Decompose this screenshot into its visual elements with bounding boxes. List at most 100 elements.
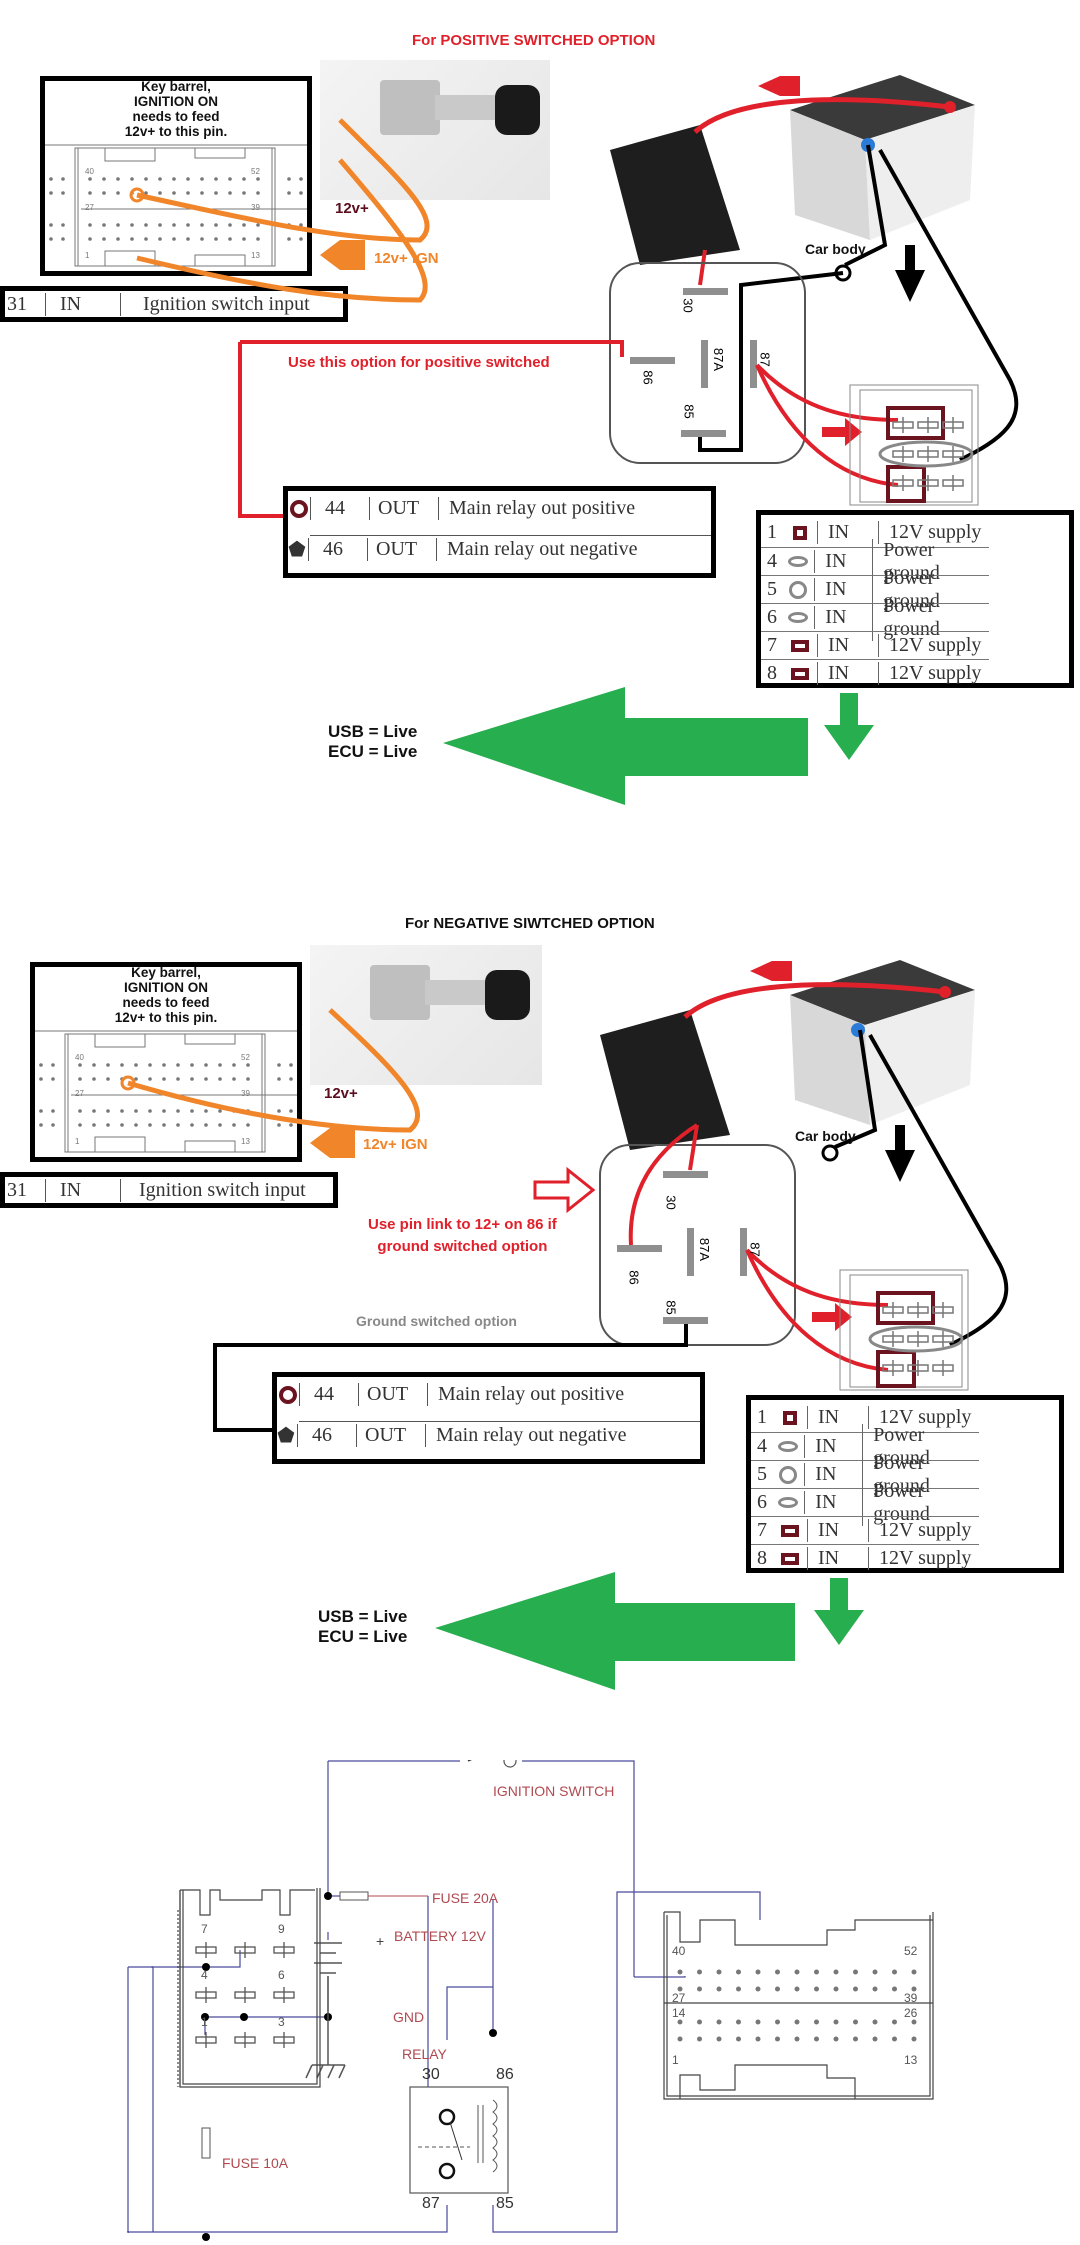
oval-pin-icon: [777, 1493, 799, 1513]
connector-pin-dot: [872, 1986, 878, 1992]
connector-pin-dot: [892, 2036, 897, 2042]
connector-pin-dot: [775, 1986, 780, 1992]
connector-pin-dot: [144, 191, 148, 195]
connector-pin-dot: [911, 1986, 917, 1992]
pin-direction: IN: [817, 634, 878, 657]
connector-pin-dot: [736, 1969, 741, 1975]
connector-pin-dot: [775, 1969, 780, 1975]
connector-pin-dot: [88, 237, 92, 241]
connector-pin-dot: [228, 191, 232, 195]
connector-pin-dot: [277, 1109, 281, 1113]
connector-pin-dot: [814, 1986, 819, 1992]
connector-pin-dot: [49, 191, 53, 195]
ground-to-iso-wire: [868, 1034, 1009, 1347]
wire-label-12v-ign: 12v+ IGN: [374, 250, 439, 267]
pin-number: 7: [757, 1519, 767, 1541]
connector-pin-dot: [289, 1063, 293, 1067]
pin-description: Power ground: [862, 1479, 979, 1526]
connector-pin-dot: [277, 1063, 281, 1067]
iso-pin-label: 4: [201, 1968, 208, 1982]
connector-pin-dot: [176, 1109, 180, 1113]
iso-pin-label: 6: [278, 1968, 285, 1982]
connector-pin-dot: [116, 191, 120, 195]
pin-description: Main relay out negative: [425, 1424, 627, 1447]
connector-pin-dot: [88, 223, 92, 227]
connector-pin-dot: [736, 2036, 741, 2042]
connector-pin-dot: [186, 223, 190, 227]
circle-pin-icon: [788, 580, 809, 600]
relay-pin-87a: [701, 340, 708, 388]
pin-number: 4: [757, 1435, 767, 1457]
connector-pin-dot: [775, 2036, 780, 2042]
relay-label-87: 87: [747, 1242, 763, 1257]
connector-pin-dot: [242, 191, 246, 195]
relay-out-table: 44 OUT Main relay out positive ⬟ 46 OUT …: [283, 486, 716, 578]
pin-number: 5: [757, 1463, 767, 1485]
circle-pin-icon: [778, 1465, 799, 1485]
battery-plus-label: +: [376, 1933, 385, 1949]
pin-description: Main relay out negative: [436, 538, 638, 561]
connector-pin-dot: [872, 1969, 878, 1975]
connector-pin-dot: [39, 1063, 43, 1067]
pin-number: 44: [310, 497, 369, 520]
connector-pin-dot: [130, 237, 134, 241]
connector-pin-dot: [214, 237, 218, 241]
connector-pin-dot: [228, 177, 232, 181]
ecu-pin-label: 52: [904, 1944, 918, 1958]
pin-label: 27: [85, 203, 94, 212]
relay-30-wire: [698, 249, 707, 286]
ecu-pin-label: 1: [672, 2053, 679, 2067]
connector-pin-dot: [116, 223, 120, 227]
battery-positive-wire: [693, 97, 951, 134]
relay-pin-87: [750, 340, 757, 388]
connector-pin-dot: [204, 1123, 208, 1127]
ground-switched-wire: [213, 1324, 688, 1432]
orange-wire: [127, 1008, 420, 1133]
ignition-switch-contact: [503, 1760, 517, 1768]
fuse-10a-icon: [201, 2127, 211, 2159]
connector-pin-dot: [190, 1063, 194, 1067]
small-square-pin-icon: [789, 636, 811, 656]
ecu-pin-label: 39: [904, 1991, 918, 2005]
pin-description: Main relay out positive: [438, 497, 635, 520]
connector-pin-dot: [176, 1077, 180, 1081]
gnd-label: GND: [393, 2009, 425, 2025]
wire-label-12v: 12v+: [335, 200, 369, 217]
ecu-pin-label: 40: [672, 1944, 686, 1958]
key-barrel-note: Key barrel, IGNITION ON needs to feed 12…: [45, 79, 307, 139]
pin-description: 12V supply: [878, 662, 981, 685]
iso-pin-label: 3: [278, 2015, 285, 2029]
ecu-pin-label: 27: [672, 1991, 686, 2005]
connector-pin-dot: [214, 223, 218, 227]
pin-description: Ignition switch input: [120, 292, 310, 316]
pin-direction: IN: [45, 1178, 120, 1202]
ignition-key-photo: [320, 60, 550, 200]
relay-87-wire-a: [745, 1248, 889, 1307]
connector-pin-dot: [158, 237, 162, 241]
iso-pin-label: 1: [201, 2015, 208, 2029]
ecu-status: ECU = Live: [328, 742, 418, 761]
pin-direction: IN: [804, 1491, 862, 1514]
iso-ground-highlight: [878, 440, 974, 468]
relay-contact-87: [438, 2162, 456, 2180]
connector-pin-dot: [92, 1077, 96, 1081]
positive-option-wire-down: [238, 342, 292, 518]
relay-pin-85: [681, 430, 726, 437]
section-negative-wiring: [120, 960, 1009, 1690]
connector-pin-dot: [242, 237, 246, 241]
pin-direction: IN: [814, 550, 872, 573]
oval-pin-icon: [787, 552, 809, 572]
orange-wire: [136, 118, 430, 243]
note-line: IGNITION ON: [124, 980, 208, 995]
connector-pin-dot: [148, 1077, 152, 1081]
pin-direction: IN: [807, 1547, 868, 1570]
pin-number: 31: [7, 1178, 27, 1201]
relay-label-87a: 87A: [711, 347, 727, 372]
car-body-ground-icon: [821, 1144, 839, 1162]
relay-pin-85-label: 85: [496, 2195, 514, 2212]
connector-pin-dot: [134, 1063, 138, 1067]
